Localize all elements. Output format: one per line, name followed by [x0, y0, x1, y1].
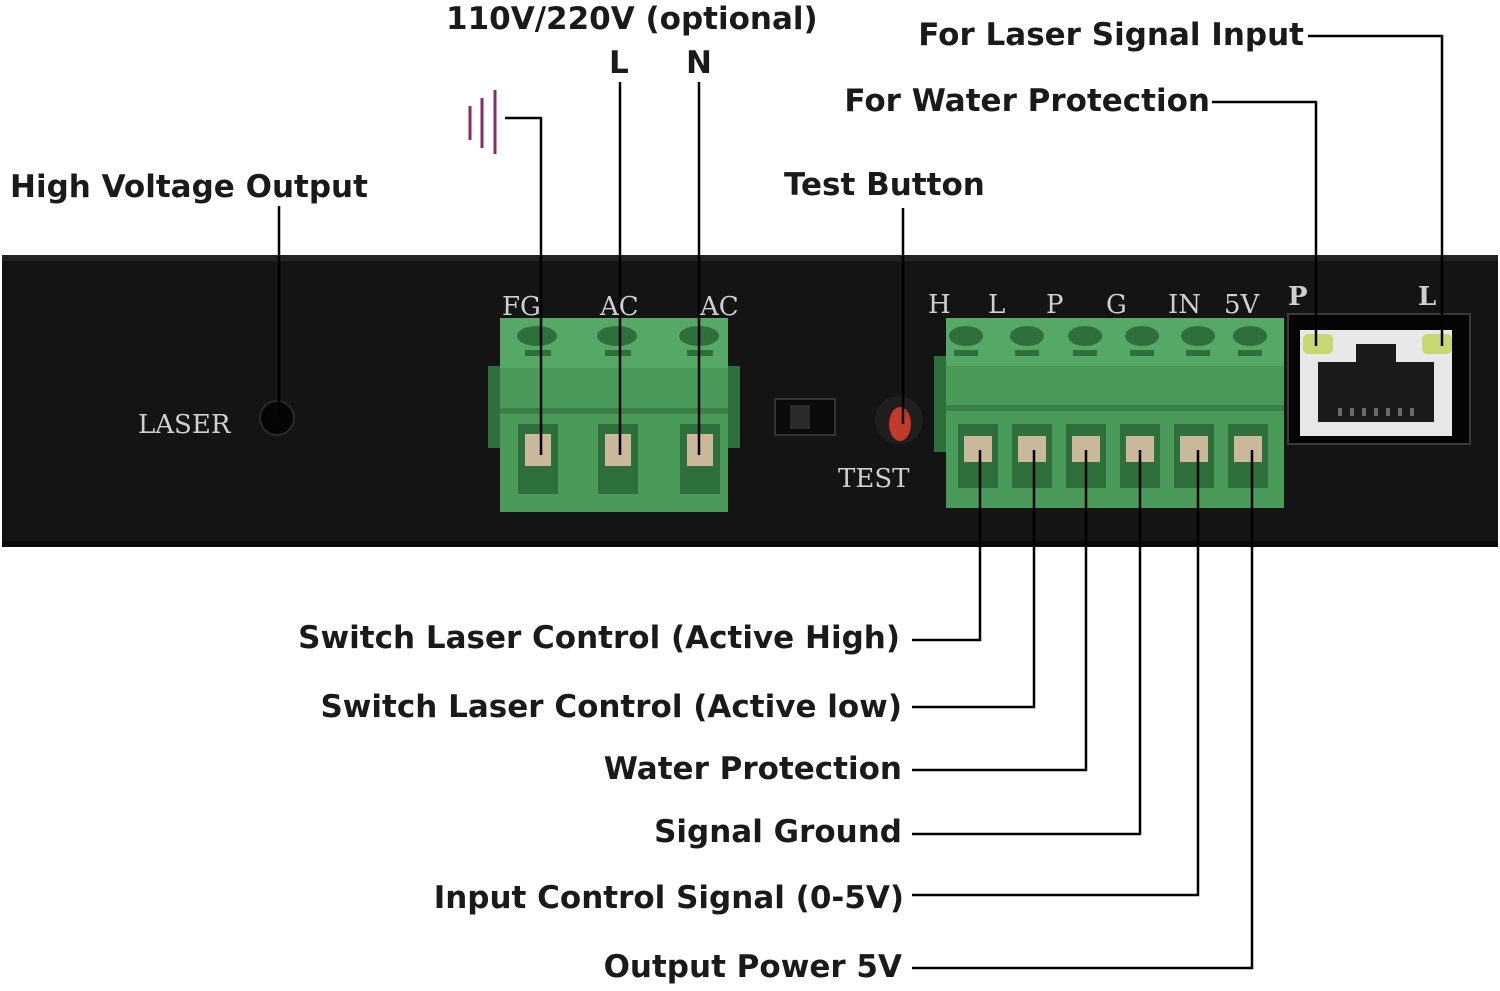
panel-g-label: G — [1106, 292, 1127, 318]
signal-ground-label: Signal Ground — [654, 817, 902, 848]
panel-fg-label: FG — [502, 294, 541, 320]
supply-voltage-label: 110V/220V (optional) — [446, 4, 818, 35]
high-voltage-output-label: High Voltage Output — [10, 172, 368, 203]
panel-p-label: P — [1046, 292, 1064, 318]
signal-terminal-block — [934, 318, 1284, 508]
active-low-label: Switch Laser Control (Active low) — [320, 692, 902, 723]
panel-l-label: L — [988, 292, 1005, 318]
power-terminal-block — [488, 318, 740, 512]
panel-port-p-label: P — [1288, 284, 1308, 310]
output-power-label: Output Power 5V — [604, 952, 902, 983]
live-label: L — [609, 48, 629, 79]
input-control-label: Input Control Signal (0-5V) — [434, 883, 904, 914]
port-led-l — [1422, 334, 1452, 354]
water-protection-port-label: For Water Protection — [844, 86, 1210, 117]
laser-output-hole — [260, 401, 294, 435]
active-high-label: Switch Laser Control (Active High) — [298, 623, 900, 654]
panel-5v-label: 5V — [1224, 292, 1259, 318]
panel-ac2-label: AC — [700, 294, 739, 320]
panel-test-label: TEST — [838, 466, 909, 492]
panel-ac1-label: AC — [600, 294, 639, 320]
port-led-p — [1303, 334, 1333, 354]
panel-h-label: H — [928, 292, 951, 318]
laser-signal-input-label: For Laser Signal Input — [918, 20, 1304, 51]
panel-laser-label: LASER — [138, 412, 230, 438]
test-button-label: Test Button — [784, 170, 985, 201]
ground-symbol — [470, 90, 495, 154]
panel-in-label: IN — [1168, 292, 1201, 318]
neutral-label: N — [686, 48, 712, 79]
panel-port-l-label: L — [1418, 284, 1436, 310]
water-protection-label: Water Protection — [604, 754, 902, 785]
